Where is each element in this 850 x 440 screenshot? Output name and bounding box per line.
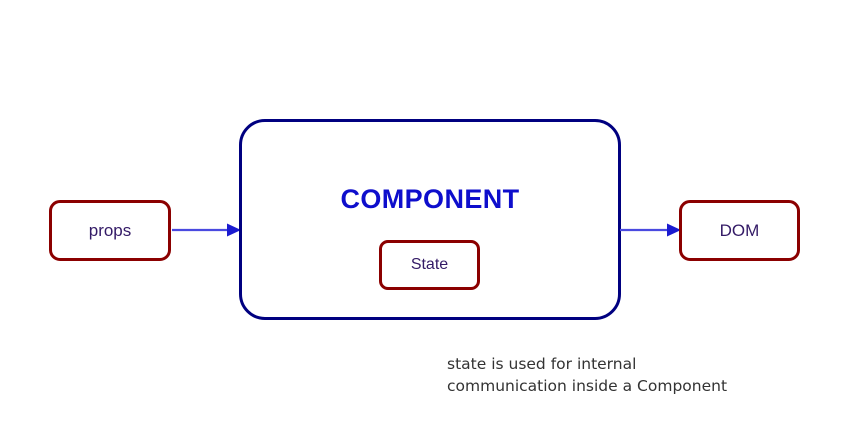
arrow-props-to-component-icon [172,223,241,237]
node-component-label: COMPONENT [340,184,520,214]
node-props[interactable]: props [49,200,171,261]
node-props-label: props [88,220,132,240]
caption-line-1: state is used for internal [447,355,637,373]
node-state-label: State [410,256,449,273]
caption-line-2: communication inside a Component [447,377,728,395]
node-state[interactable]: State [379,240,480,290]
caption: state is used for internal communication… [447,353,727,397]
node-dom-label: DOM [719,220,760,240]
node-dom[interactable]: DOM [679,200,800,261]
arrow-component-to-dom-icon [620,223,681,237]
